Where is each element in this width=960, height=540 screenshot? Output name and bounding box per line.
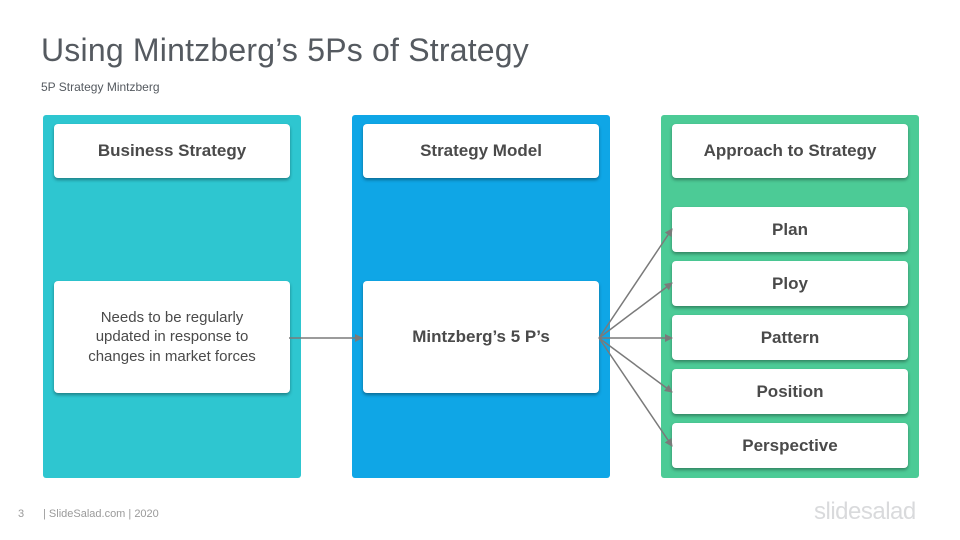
arrow-to-ploy	[598, 282, 673, 339]
arrow-to-position	[598, 337, 673, 393]
p-item-perspective: Perspective	[672, 423, 908, 468]
footer-text: | SlideSalad.com | 2020	[43, 508, 159, 520]
arrow-to-plan	[598, 228, 673, 339]
slide-subtitle: 5P Strategy Mintzberg	[41, 80, 160, 94]
p-item-ploy: Ploy	[672, 261, 908, 306]
approach-to-strategy-header: Approach to Strategy	[672, 124, 908, 178]
strategy-model-header: Strategy Model	[363, 124, 599, 178]
approach-to-strategy-column: Approach to Strategy Plan Ploy Pattern P…	[661, 115, 919, 478]
slidesalad-logo: slidesalad	[814, 498, 916, 525]
business-strategy-header: Business Strategy	[54, 124, 290, 178]
business-strategy-description: Needs to be regularly updated in respons…	[54, 281, 290, 393]
p-item-plan: Plan	[672, 207, 908, 252]
strategy-model-column: Strategy Model Mintzberg’s 5 P’s	[352, 115, 610, 478]
mintzberg-5ps-box: Mintzberg’s 5 P’s	[363, 281, 599, 393]
slide-title: Using Mintzberg’s 5Ps of Strategy	[41, 32, 530, 68]
business-strategy-column: Business Strategy Needs to be regularly …	[43, 115, 301, 478]
arrow-to-perspective	[598, 337, 673, 447]
p-item-pattern: Pattern	[672, 315, 908, 360]
page-number: 3	[18, 508, 25, 520]
p-item-position: Position	[672, 369, 908, 414]
